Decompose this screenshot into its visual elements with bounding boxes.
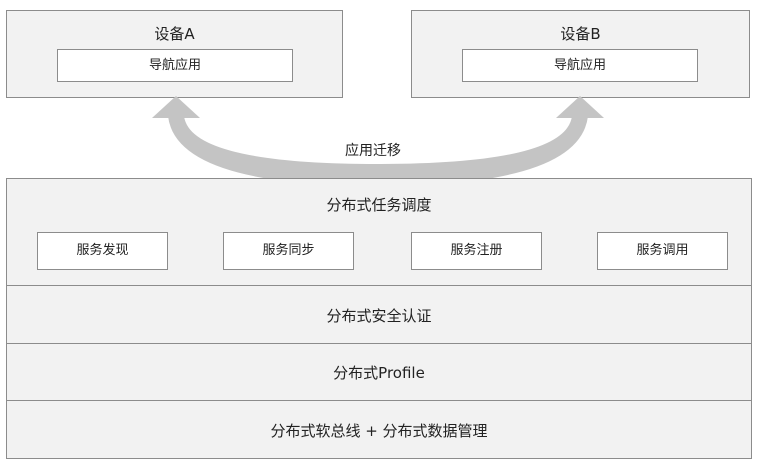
scheduler-layer: 分布式任务调度 服务发现 服务同步 服务注册 服务调用 (6, 178, 752, 286)
device-a-app-label: 导航应用 (148, 58, 201, 73)
service-invoke-label: 服务调用 (636, 243, 689, 258)
bus-layer: 分布式软总线 + 分布式数据管理 (6, 400, 752, 459)
security-layer: 分布式安全认证 (6, 285, 752, 344)
service-register-label: 服务注册 (450, 243, 503, 258)
service-sync-box: 服务同步 (223, 232, 354, 270)
migration-arrowhead-left (152, 96, 200, 118)
migration-label: 应用迁移 (345, 143, 401, 159)
device-a-title: 设备A (154, 25, 195, 43)
device-a-app-box: 导航应用 (57, 49, 293, 82)
bus-layer-label: 分布式软总线 + 分布式数据管理 (270, 422, 488, 440)
scheduler-title: 分布式任务调度 (326, 196, 432, 214)
device-b-app-box: 导航应用 (462, 49, 698, 82)
migration-arrow (152, 96, 604, 186)
device-a-panel: 设备A 导航应用 (6, 10, 343, 98)
profile-layer-label: 分布式Profile (333, 364, 425, 382)
service-sync-label: 服务同步 (262, 243, 315, 258)
migration-arrowhead-right (556, 96, 604, 118)
service-register-box: 服务注册 (411, 232, 542, 270)
security-layer-label: 分布式安全认证 (326, 307, 432, 325)
profile-layer: 分布式Profile (6, 343, 752, 401)
device-b-app-label: 导航应用 (553, 58, 606, 73)
service-invoke-box: 服务调用 (597, 232, 728, 270)
service-discovery-box: 服务发现 (37, 232, 168, 270)
device-b-panel: 设备B 导航应用 (411, 10, 750, 98)
migration-arrow-band (168, 116, 588, 186)
device-b-title: 设备B (560, 25, 601, 43)
service-discovery-label: 服务发现 (76, 243, 129, 258)
